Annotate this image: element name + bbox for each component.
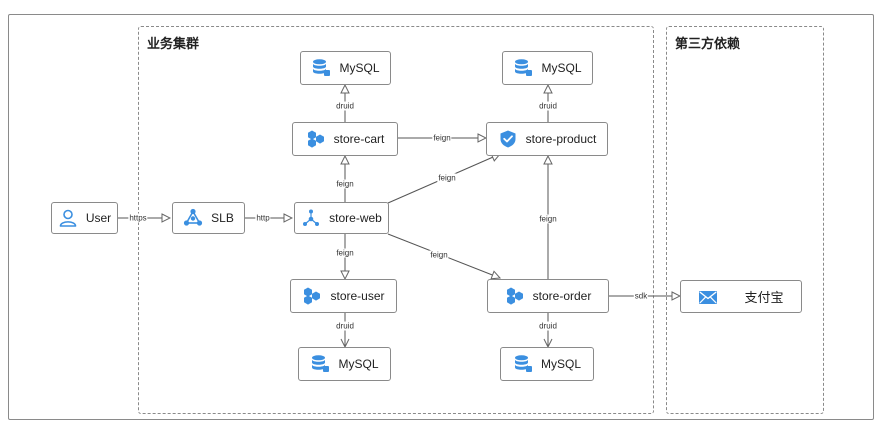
edge-label-cart-product: feign bbox=[432, 133, 452, 143]
node-store-cart[interactable]: store-cart bbox=[292, 122, 398, 156]
node-store-order-label: store-order bbox=[532, 289, 592, 303]
tree-icon bbox=[301, 208, 321, 228]
node-store-user[interactable]: store-user bbox=[290, 279, 397, 313]
node-user-label: User bbox=[85, 211, 112, 225]
node-store-product-label: store-product bbox=[525, 132, 597, 146]
node-slb[interactable]: SLB bbox=[172, 202, 245, 234]
user-icon bbox=[58, 208, 78, 228]
node-mysql-product-label: MySQL bbox=[541, 61, 582, 75]
edge-label-cart-mysql: druid bbox=[335, 101, 355, 111]
database-icon bbox=[513, 354, 533, 374]
database-icon bbox=[311, 58, 331, 78]
diagram-frame bbox=[8, 14, 874, 420]
hexagons-icon bbox=[302, 286, 322, 306]
node-store-web[interactable]: store-web bbox=[294, 202, 389, 234]
node-mysql-user[interactable]: MySQL bbox=[298, 347, 391, 381]
node-store-user-label: store-user bbox=[330, 289, 385, 303]
node-mysql-cart-label: MySQL bbox=[339, 61, 380, 75]
node-alipay[interactable]: 支付宝 bbox=[680, 280, 802, 313]
database-icon bbox=[310, 354, 330, 374]
edge-label-user-mysql: druid bbox=[335, 321, 355, 331]
edge-label-web-cart: feign bbox=[335, 179, 355, 189]
hexagons-icon bbox=[306, 129, 326, 149]
node-slb-label: SLB bbox=[211, 211, 234, 225]
edge-label-http: http bbox=[255, 213, 271, 223]
mail-icon bbox=[698, 287, 718, 307]
hexagons-icon bbox=[505, 286, 525, 306]
shield-check-icon bbox=[498, 129, 518, 149]
node-store-cart-label: store-cart bbox=[333, 132, 385, 146]
edge-label-web-product: feign bbox=[437, 173, 457, 183]
node-user[interactable]: User bbox=[51, 202, 118, 234]
business-cluster-title: 业务集群 bbox=[147, 37, 200, 52]
edge-label-sdk: sdk bbox=[633, 291, 649, 301]
edge-label-web-user: feign bbox=[335, 248, 355, 258]
node-mysql-order[interactable]: MySQL bbox=[500, 347, 594, 381]
edge-label-product-mysql: druid bbox=[538, 101, 558, 111]
node-alipay-label: 支付宝 bbox=[744, 291, 784, 306]
node-mysql-order-label: MySQL bbox=[540, 357, 581, 371]
node-mysql-product[interactable]: MySQL bbox=[502, 51, 593, 85]
third-party-title: 第三方依赖 bbox=[675, 37, 741, 52]
node-mysql-user-label: MySQL bbox=[338, 357, 379, 371]
node-store-order[interactable]: store-order bbox=[487, 279, 609, 313]
network-icon bbox=[183, 208, 203, 228]
node-store-product[interactable]: store-product bbox=[486, 122, 608, 156]
edge-label-order-product: feign bbox=[538, 214, 558, 224]
node-store-web-label: store-web bbox=[329, 211, 382, 225]
database-icon bbox=[513, 58, 533, 78]
node-mysql-cart[interactable]: MySQL bbox=[300, 51, 391, 85]
edge-label-web-order: feign bbox=[429, 250, 449, 260]
edge-label-https: https bbox=[128, 213, 148, 223]
third-party-group: 第三方依赖 bbox=[666, 26, 824, 414]
edge-label-order-mysql: druid bbox=[538, 321, 558, 331]
